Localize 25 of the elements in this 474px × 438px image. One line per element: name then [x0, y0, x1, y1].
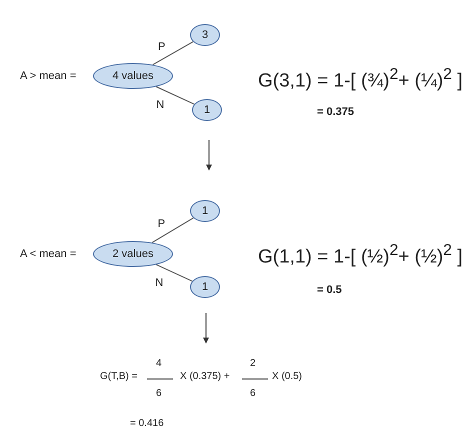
condition-label: A < mean =: [20, 248, 76, 260]
connector-line: [152, 217, 194, 244]
formula-text: 6: [156, 388, 162, 399]
formula-text: 2: [250, 358, 256, 369]
formula-text: X (0.5): [272, 371, 302, 382]
formula-text: = 0.5: [317, 284, 342, 296]
formula: G(1,1) = 1-[ (½)$^{2}$+ (½)$^{2}$ ]: [258, 242, 463, 268]
formula-text: 4: [156, 358, 162, 369]
formula-text: X (0.375) +: [180, 371, 230, 382]
formula-text: = 0.416: [130, 418, 164, 429]
connector-line: [152, 41, 194, 66]
circle-node: 1: [190, 276, 220, 298]
condition-label: A > mean =: [20, 70, 76, 82]
ellipse-node: 4 values: [93, 63, 173, 89]
edge-label: N: [154, 276, 164, 289]
circle-node: 3: [190, 24, 220, 46]
formula-text: 6: [250, 388, 256, 399]
connector-line: [156, 264, 193, 282]
ellipse-node: 2 values: [93, 241, 173, 267]
formula-text: = 0.375: [317, 106, 354, 118]
formula-text: G(T,B) =: [100, 371, 138, 382]
circle-node: 1: [192, 99, 222, 121]
formula: G(3,1) = 1-[ (¾)$^{2}$+ (¼)$^{2}$ ]: [258, 66, 463, 92]
circle-node: 1: [190, 200, 220, 222]
connector-line: [156, 86, 195, 105]
